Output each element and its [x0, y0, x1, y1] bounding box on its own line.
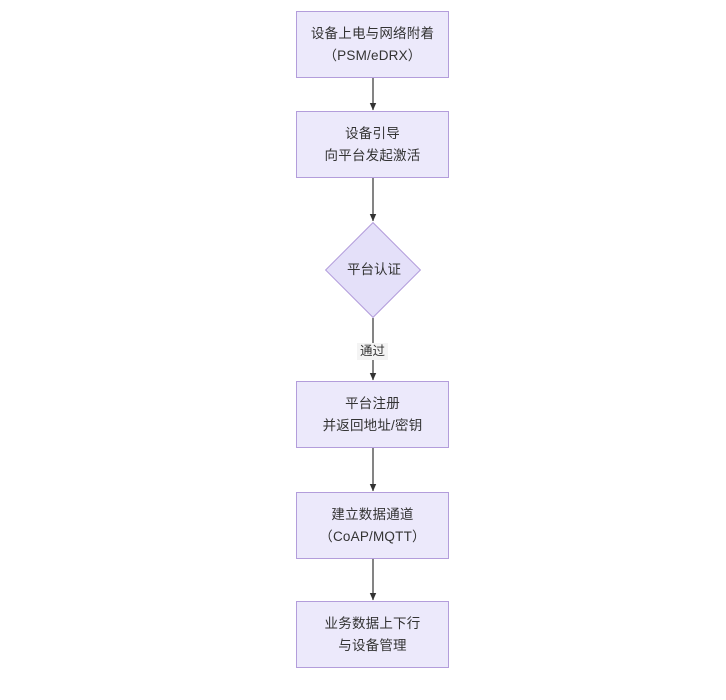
node-business-data-and-device-mgmt-line-2: 与设备管理: [338, 637, 407, 653]
node-platform-register-line-1: 平台注册: [345, 395, 400, 411]
node-platform-auth-label: 平台认证: [326, 256, 422, 284]
node-establish-data-channel-line-2: （CoAP/MQTT）: [319, 528, 426, 544]
edge-label-pass-text: 通过: [360, 344, 386, 358]
node-device-power-on-line-2: （PSM/eDRX）: [323, 47, 422, 63]
node-device-bootstrap-line-2: 向平台发起激活: [324, 147, 421, 163]
node-platform-auth-text: 平台认证: [347, 262, 401, 278]
node-business-data-and-device-mgmt[interactable]: 业务数据上下行 与设备管理: [296, 601, 449, 668]
node-device-bootstrap-line-1: 设备引导: [345, 125, 400, 141]
node-device-power-on[interactable]: 设备上电与网络附着 （PSM/eDRX）: [296, 11, 449, 78]
node-platform-register[interactable]: 平台注册 并返回地址/密钥: [296, 381, 449, 448]
node-establish-data-channel-line-1: 建立数据通道: [331, 506, 414, 522]
node-establish-data-channel[interactable]: 建立数据通道 （CoAP/MQTT）: [296, 492, 449, 559]
node-business-data-and-device-mgmt-line-1: 业务数据上下行: [324, 615, 421, 631]
node-platform-register-line-2: 并返回地址/密钥: [322, 417, 423, 433]
edge-label-pass: 通过: [357, 343, 389, 360]
node-device-power-on-line-1: 设备上电与网络附着: [310, 25, 435, 41]
node-device-bootstrap[interactable]: 设备引导 向平台发起激活: [296, 111, 449, 178]
